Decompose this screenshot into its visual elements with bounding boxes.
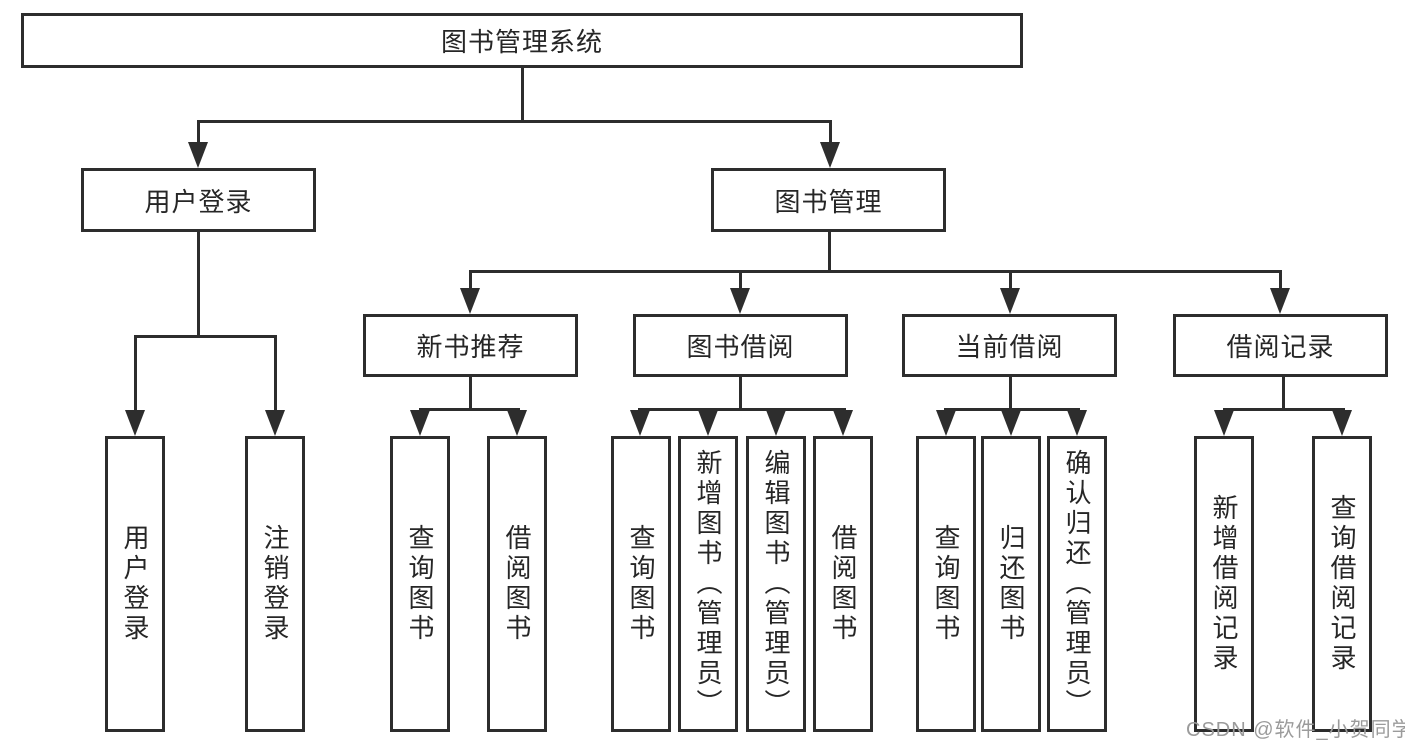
- leaf-add-borrow-record: 新增借阅记录: [1194, 436, 1254, 732]
- connector-group-trunk: [1282, 377, 1285, 410]
- arrow-down-icon: [1001, 410, 1021, 436]
- arrow-down-icon: [1270, 288, 1290, 314]
- arrow-down-icon: [820, 142, 840, 168]
- node-book-borrowing: 图书借阅: [633, 314, 848, 377]
- leaf-query-books-borrow-label: 查询图书: [626, 524, 656, 644]
- leaf-borrow-books: 借阅图书: [813, 436, 873, 732]
- arrow-down-icon: [766, 410, 786, 436]
- node-book-borrowing-label: 图书借阅: [686, 332, 795, 362]
- arrow-down-icon: [833, 410, 853, 436]
- arrow-down-icon: [460, 288, 480, 314]
- arrow-down-icon: [936, 410, 956, 436]
- node-user-login-label: 用户登录: [144, 186, 253, 217]
- connector-user-login-stub: [197, 120, 200, 146]
- connector-level3-stub: [469, 272, 472, 290]
- leaf-logout-label: 注销登录: [260, 524, 290, 644]
- connector-leaf-stub: [274, 337, 277, 412]
- leaf-edit-book-admin-label: 编辑图书（管理员）: [761, 449, 791, 719]
- connector-book-mgmt-stub: [829, 120, 832, 146]
- leaf-borrow-books-recommend-label: 借阅图书: [502, 524, 532, 644]
- node-root-label: 图书管理系统: [440, 27, 603, 57]
- csdn-watermark: CSDN @软件_小贺同学: [1186, 719, 1405, 741]
- arrow-down-icon: [630, 410, 650, 436]
- leaf-user-login: 用户登录: [105, 436, 165, 732]
- node-borrowing-records: 借阅记录: [1173, 314, 1388, 377]
- leaf-return-books-label: 归还图书: [996, 524, 1026, 644]
- connector-book-mgmt-trunk: [828, 232, 831, 272]
- leaf-return-books: 归还图书: [981, 436, 1041, 732]
- node-current-borrowing: 当前借阅: [902, 314, 1117, 377]
- arrow-down-icon: [730, 288, 750, 314]
- connector-level2-bar: [469, 270, 1282, 273]
- node-new-book-recommend: 新书推荐: [363, 314, 578, 377]
- connector-group-trunk: [1009, 377, 1012, 410]
- leaf-query-books-recommend-label: 查询图书: [405, 524, 435, 644]
- connector-group-bar: [419, 408, 520, 411]
- leaf-query-books-borrow: 查询图书: [611, 436, 671, 732]
- arrow-down-icon: [265, 410, 285, 436]
- connector-group-trunk: [469, 377, 472, 410]
- leaf-edit-book-admin: 编辑图书（管理员）: [746, 436, 806, 732]
- leaf-query-books-current: 查询图书: [916, 436, 976, 732]
- leaf-add-book-admin-label: 新增图书（管理员）: [693, 449, 723, 719]
- connector-group-bar: [638, 408, 846, 411]
- connector-group-trunk: [739, 377, 742, 410]
- leaf-borrow-books-recommend: 借阅图书: [487, 436, 547, 732]
- connector-group-bar: [944, 408, 1080, 411]
- arrow-down-icon: [188, 142, 208, 168]
- arrow-down-icon: [1067, 410, 1087, 436]
- arrow-down-icon: [125, 410, 145, 436]
- arrow-down-icon: [1332, 410, 1352, 436]
- leaf-user-login-label: 用户登录: [120, 524, 150, 644]
- node-book-management: 图书管理: [711, 168, 946, 232]
- leaf-query-books-recommend: 查询图书: [390, 436, 450, 732]
- leaf-query-borrow-record-label: 查询借阅记录: [1327, 494, 1357, 674]
- connector-level3-stub: [739, 272, 742, 290]
- connector-level3-stub: [1279, 272, 1282, 290]
- connector-root-trunk: [521, 66, 524, 122]
- leaf-add-book-admin: 新增图书（管理员）: [678, 436, 738, 732]
- connector-leaf-stub: [134, 337, 137, 412]
- arrow-down-icon: [507, 410, 527, 436]
- connector-group-bar: [1223, 408, 1345, 411]
- leaf-query-books-current-label: 查询图书: [931, 524, 961, 644]
- leaf-confirm-return-admin: 确认归还（管理员）: [1047, 436, 1107, 732]
- node-user-login: 用户登录: [81, 168, 316, 232]
- leaf-confirm-return-admin-label: 确认归还（管理员）: [1062, 449, 1092, 719]
- node-current-borrowing-label: 当前借阅: [955, 332, 1064, 362]
- leaf-query-borrow-record: 查询借阅记录: [1312, 436, 1372, 732]
- connector-level3-stub: [1009, 272, 1012, 290]
- connector-level1-bar: [197, 120, 832, 123]
- connector-user-login-bar: [134, 335, 277, 338]
- arrow-down-icon: [410, 410, 430, 436]
- node-root: 图书管理系统: [21, 13, 1023, 68]
- leaf-logout: 注销登录: [245, 436, 305, 732]
- node-new-book-recommend-label: 新书推荐: [416, 332, 525, 362]
- connector-user-login-trunk: [197, 232, 200, 337]
- leaf-borrow-books-label: 借阅图书: [828, 524, 858, 644]
- node-book-management-label: 图书管理: [774, 186, 883, 217]
- arrow-down-icon: [1000, 288, 1020, 314]
- node-borrowing-records-label: 借阅记录: [1226, 332, 1335, 362]
- arrow-down-icon: [698, 410, 718, 436]
- leaf-add-borrow-record-label: 新增借阅记录: [1209, 494, 1239, 674]
- arrow-down-icon: [1214, 410, 1234, 436]
